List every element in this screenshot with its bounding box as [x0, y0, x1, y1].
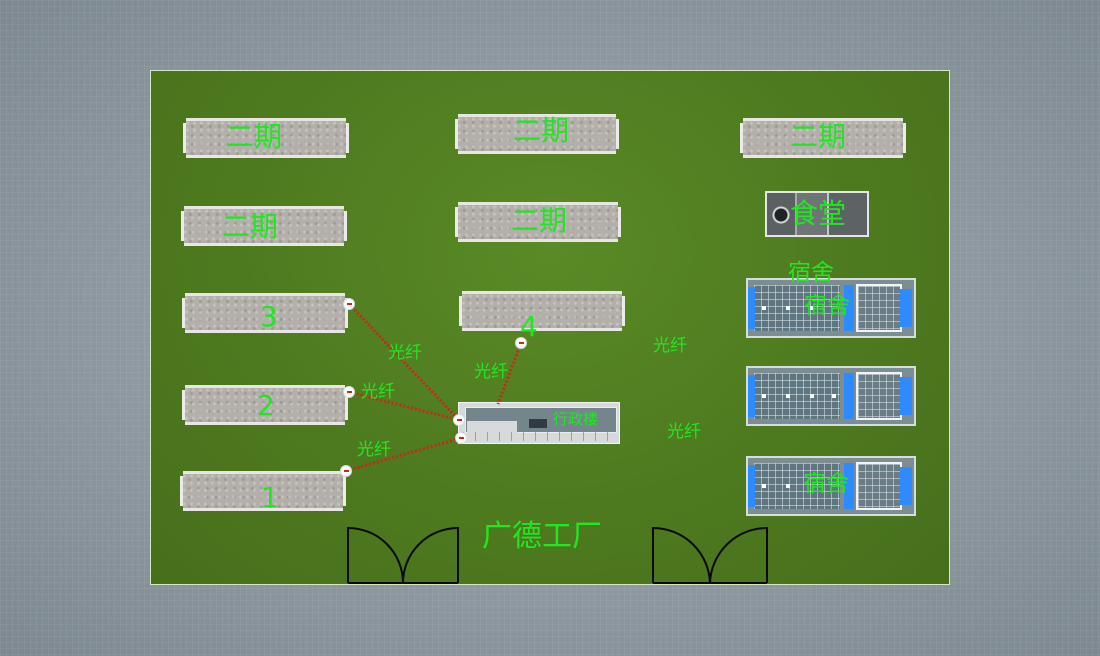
dorm-accent-stripe	[748, 465, 755, 507]
gate-left-door-1[interactable]	[347, 526, 404, 584]
dorm-accent-stripe	[844, 285, 854, 331]
fiber-line-to-workshop-3	[347, 302, 461, 422]
fiber-label: 光纤	[357, 440, 391, 460]
dorm-roof-vent	[762, 394, 766, 398]
fiber-line-to-workshop-2	[348, 390, 460, 422]
dormitory-building-3[interactable]	[746, 456, 916, 516]
workshop-1-label: 1	[261, 481, 279, 514]
dorm-roof-vent	[786, 306, 790, 310]
dorm-accent-stripe	[748, 375, 755, 417]
fiber-line-to-workshop-4	[496, 342, 523, 405]
canteen-label: 食堂	[790, 197, 847, 230]
phase2-label: 二期	[513, 114, 570, 147]
phase2-building-3[interactable]	[740, 118, 906, 158]
fiber-node-icon[interactable]	[343, 298, 355, 310]
workshop-2-label: 2	[257, 389, 275, 422]
dorm-roof-vent	[786, 484, 790, 488]
fiber-label: 光纤	[667, 422, 701, 442]
workshop-2[interactable]	[182, 385, 348, 425]
fiber-node-icon[interactable]	[453, 414, 465, 426]
dorm-roof-vent	[762, 306, 766, 310]
workshop-4[interactable]	[459, 291, 625, 331]
phase2-label: 二期	[790, 120, 847, 153]
dorm-roof-vent	[810, 306, 814, 310]
workshop-3-label: 3	[260, 300, 278, 333]
gate-right-door-2[interactable]	[709, 526, 768, 584]
workshop-4-label: 4	[520, 310, 538, 343]
site-title: 广德工厂	[482, 519, 602, 554]
dorm-label: 宿舍	[803, 471, 849, 497]
dorm-label: 宿舍	[804, 293, 850, 319]
fiber-label: 光纤	[361, 382, 395, 402]
dorm-roof-grid	[856, 372, 902, 420]
fiber-label: 光纤	[388, 343, 422, 363]
admin-roof-window	[529, 419, 547, 428]
dormitory-building-1[interactable]	[746, 278, 916, 338]
workshop-3[interactable]	[182, 293, 348, 333]
dorm-roof-grid	[856, 462, 902, 510]
dorm-accent-stripe	[844, 463, 854, 509]
phase2-label: 二期	[226, 120, 283, 153]
phase2-label: 二期	[222, 210, 279, 243]
fiber-node-icon[interactable]	[515, 337, 527, 349]
fiber-node-icon[interactable]	[343, 386, 355, 398]
dorm-roof-vent	[762, 484, 766, 488]
phase2-building-5[interactable]	[455, 202, 621, 242]
phase2-building-1[interactable]	[183, 118, 349, 158]
dorm-roof-grid	[856, 284, 902, 332]
workshop-1[interactable]	[180, 471, 346, 511]
dorm-roof-vent	[786, 394, 790, 398]
canteen-building[interactable]	[765, 191, 869, 237]
dorm-accent-stripe	[900, 467, 912, 505]
dorm-roof-vent	[810, 394, 814, 398]
phase2-building-2[interactable]	[455, 114, 619, 154]
dorm-accent-stripe	[900, 289, 912, 327]
fiber-node-icon[interactable]	[340, 465, 352, 477]
dorm-roof-vent	[832, 394, 836, 398]
dorm-label: 宿舍	[788, 260, 834, 286]
fiber-label: 光纤	[653, 336, 687, 356]
dorm-accent-stripe	[748, 287, 755, 329]
dorm-roof-grid	[754, 373, 840, 419]
admin-roof-cutout	[467, 421, 517, 433]
admin-building[interactable]	[458, 402, 620, 444]
admin-parking-bays	[463, 432, 617, 441]
gate-right-door-1[interactable]	[652, 526, 711, 584]
dorm-roof-grid	[754, 463, 840, 509]
dorm-accent-stripe	[844, 373, 854, 419]
fiber-node-icon[interactable]	[455, 432, 467, 444]
fiber-label: 光纤	[474, 362, 508, 382]
dorm-roof-grid	[754, 285, 840, 331]
phase2-label: 二期	[511, 204, 568, 237]
dorm-accent-stripe	[900, 377, 912, 415]
gate-left-door-2[interactable]	[402, 526, 459, 584]
dormitory-building-2[interactable]	[746, 366, 916, 426]
phase2-building-4[interactable]	[181, 206, 347, 246]
admin-building-label: 行政楼	[553, 410, 599, 428]
